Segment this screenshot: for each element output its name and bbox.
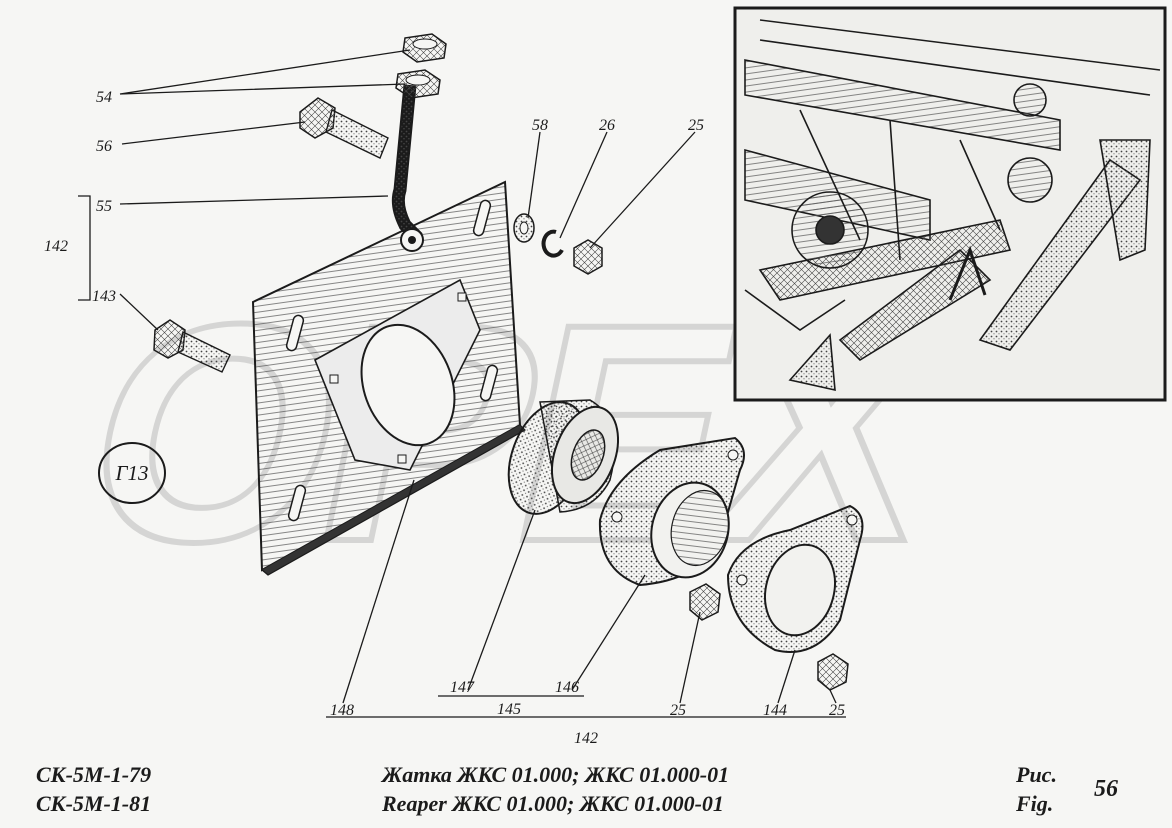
callout-56: 56 [96,138,112,155]
bearing-housing-146 [598,436,745,587]
nut-25-right [817,653,849,691]
callout-58: 58 [532,117,548,134]
inset-view [733,6,1167,402]
washer-58 [513,213,535,243]
callout-26: 26 [599,117,615,134]
model-code-2: СК-5М-1-81 [36,791,152,816]
callout-145: 145 [497,701,521,718]
figure-label-ru: Рис. [1016,762,1057,787]
nut-54-upper [402,33,447,63]
nut-25-mid [689,583,721,621]
callout-25-mid: 25 [670,702,686,719]
callout-142-bottom: 142 [574,730,598,747]
callout-147: 147 [450,679,475,696]
leader-lines [78,49,846,718]
bolt-56 [299,97,389,159]
callout-55: 55 [96,198,112,215]
figure-title-ru: Жатка ЖКС 01.000; ЖКС 01.000-01 [382,762,730,787]
callout-142-side: 142 [44,238,68,255]
callout-25-right: 25 [829,702,845,719]
figure-label-en: Fig. [1016,791,1054,816]
callout-54: 54 [96,89,112,106]
spring-ring-26 [541,229,564,258]
callout-143: 143 [92,288,116,305]
bearing-147 [507,399,619,515]
callout-146: 146 [555,679,579,696]
callout-148: 148 [330,702,354,719]
mounting-plate [251,180,526,576]
bolt-143 [153,319,231,373]
nut-25-top [573,239,603,275]
callout-25-top: 25 [688,117,704,134]
figure-number: 56 [1094,776,1118,802]
figure-title-en: Reaper ЖКС 01.000; ЖКС 01.000-01 [382,791,724,816]
nut-54-lower [395,69,441,99]
bent-bolt [391,84,424,252]
inset-machinery [744,19,1161,392]
view-marker-label: Г13 [115,461,149,485]
cover-flange-144 [726,504,864,653]
callout-labels: 54 56 55 142 143 58 26 25 148 147 146 14… [44,89,845,747]
callout-144: 144 [763,702,787,719]
view-marker: Г13 [98,442,166,504]
model-code-1: СК-5М-1-79 [36,762,152,787]
